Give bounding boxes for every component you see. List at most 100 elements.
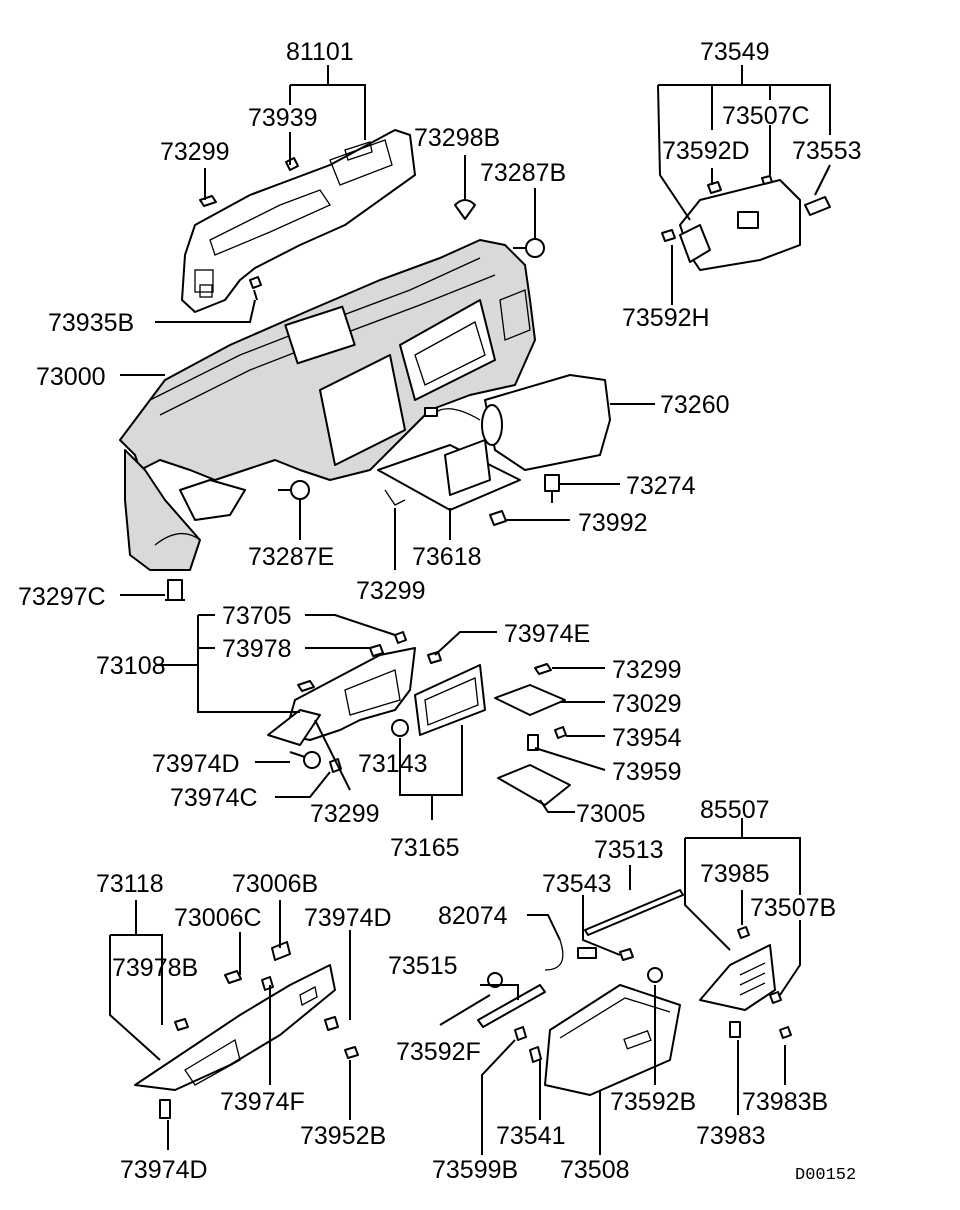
instrument-panel-73000 [119,239,536,571]
label-73143: 73143 [358,750,428,778]
clip-73299-r [534,663,552,675]
label-73000: 73000 [36,363,106,391]
label-73118: 73118 [96,870,164,898]
label-73959: 73959 [612,758,682,786]
label-73507B: 73507B [750,894,836,922]
tray-73029 [494,684,566,716]
screw-73592F [487,972,503,988]
label-73952B: 73952B [300,1122,386,1150]
label-73939: 73939 [248,104,318,132]
clip-73978 [369,644,384,657]
clip-73287E [278,480,310,500]
label-73108: 73108 [96,652,166,680]
clip-73287B [513,238,545,258]
screw-73992 [489,510,507,526]
label-73005: 73005 [576,800,646,828]
label-73705: 73705 [222,602,292,630]
label-73618: 73618 [412,543,482,571]
label-81101: 81101 [286,38,354,66]
label-73992: 73992 [578,509,648,537]
clip-73006B [271,941,291,961]
label-73935B: 73935B [48,309,134,337]
label-73592B: 73592B [610,1088,696,1116]
label-73260: 73260 [660,391,730,419]
label-73553: 73553 [792,137,862,165]
clip-73006C [224,970,242,984]
clip-73974D-bot [159,1099,171,1119]
glove-box-73508 [544,984,681,1096]
label-73974F: 73974F [220,1088,305,1116]
screw-73599B [514,1026,527,1041]
label-73974E: 73974E [504,620,590,648]
label-73974D-bot: 73974D [120,1156,208,1184]
label-73983B: 73983B [742,1088,828,1116]
screw-73954 [554,726,567,739]
label-73543: 73543 [542,870,612,898]
label-73006B: 73006B [232,870,318,898]
label-73549: 73549 [700,38,770,66]
grommet-73298B [454,199,476,220]
label-73299-top: 73299 [160,138,230,166]
label-73974C: 73974C [170,784,258,812]
label-73006C: 73006C [174,904,262,932]
lamp-82074 [544,939,597,971]
clip-73299-low [297,680,315,692]
screw-73974D-mid [289,751,321,769]
label-73508: 73508 [560,1156,630,1184]
label-73299-low: 73299 [310,800,380,828]
panel-frame-73165 [414,664,486,736]
bolt-73959 [527,734,539,751]
label-73592F: 73592F [396,1038,481,1066]
label-73541: 73541 [496,1122,566,1150]
screw-73507B [769,991,782,1004]
instrument-cluster-bezel-81101 [181,129,416,313]
clip-73705 [394,631,407,644]
screw-73983B [779,1026,792,1039]
clip-73299-top [199,195,217,207]
bracket-73618 [377,439,521,511]
label-73983: 73983 [696,1122,766,1150]
label-73515: 73515 [388,952,458,980]
label-73599B: 73599B [432,1156,518,1184]
screw-73974F [261,976,274,991]
strip-73513 [584,889,684,936]
label-73954: 73954 [612,724,682,752]
label-73974D-mid: 73974D [152,750,240,778]
ashtray-73005 [497,764,571,806]
label-73985: 73985 [700,860,770,888]
part-labels: 81101 73939 73299 73298B 73287B 73935B 7… [18,38,862,1185]
label-73974D-top: 73974D [304,904,392,932]
clip-73983 [729,1021,741,1038]
bracket-73515 [477,984,546,1028]
screw-73974E [427,651,442,664]
screw-73974D-top [324,1016,339,1031]
label-73298B: 73298B [414,124,500,152]
clip-73297C [165,579,185,601]
label-85507: 85507 [700,796,770,824]
label-73297C: 73297C [18,583,106,611]
label-73592D: 73592D [662,137,750,165]
glove-box-assy-73549 [679,179,831,271]
label-82074: 82074 [438,902,508,930]
side-vent-85507 [699,944,776,1011]
label-73287B: 73287B [480,159,566,187]
clip-73952B [344,1046,359,1059]
clip-73978B [174,1018,189,1031]
diagram-code: D00152 [795,1166,856,1185]
airbag-module-73260 [424,374,611,471]
lower-cover-73118 [134,964,336,1091]
label-73287E: 73287E [248,543,334,571]
label-73165: 73165 [390,834,460,862]
bolt-73274 [544,474,560,503]
label-73029: 73029 [612,690,682,718]
label-73507C: 73507C [722,102,810,130]
leader-lines [109,65,831,1155]
clip-73985 [737,926,750,939]
screw-73592B [647,967,663,983]
label-73299-r: 73299 [612,656,682,684]
clip-73507C [761,175,773,185]
label-73513: 73513 [594,836,664,864]
label-73978: 73978 [222,635,292,663]
